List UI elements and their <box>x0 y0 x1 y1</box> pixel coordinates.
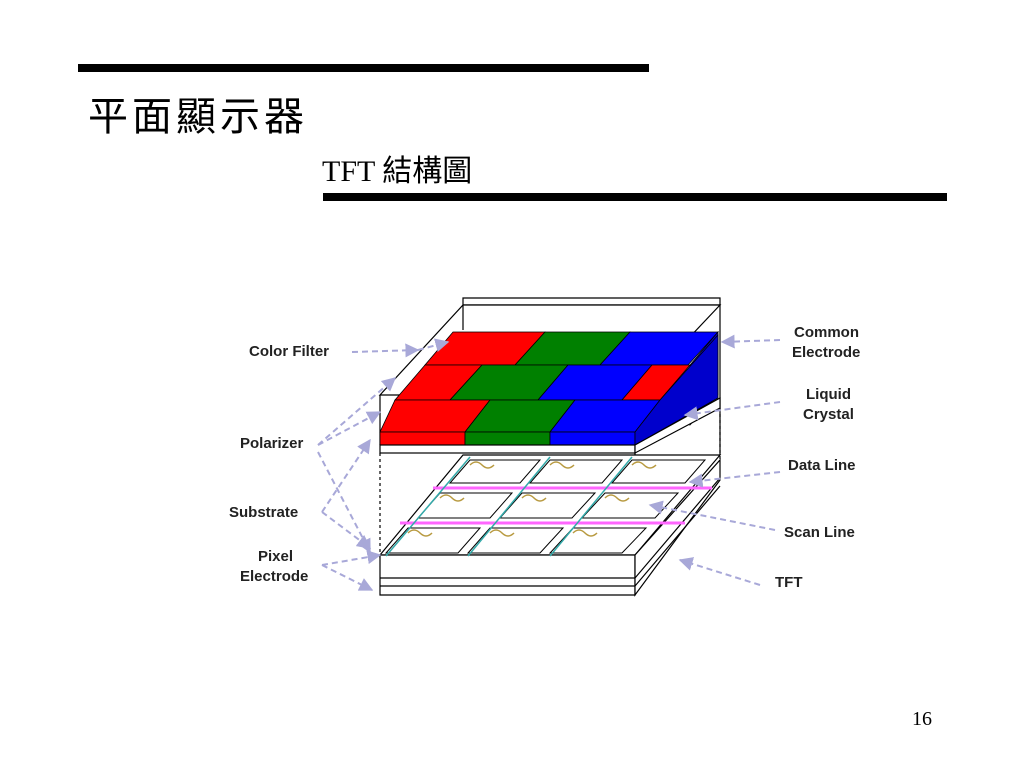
label-data-line: Data Line <box>788 457 856 474</box>
top-rule <box>78 64 649 72</box>
cf-front-green <box>464 431 551 446</box>
label-tft: TFT <box>775 574 803 591</box>
label-polarizer: Polarizer <box>240 435 304 452</box>
top-glass-top-face <box>462 297 721 306</box>
cf-front-red <box>379 431 466 446</box>
slide-title: 平面顯示器 <box>88 94 308 140</box>
label-crystal: Crystal <box>803 406 854 423</box>
bottom-glass-front <box>379 554 636 596</box>
label-common: Common <box>794 324 859 341</box>
subtitle-rule <box>323 193 947 201</box>
page-number: 16 <box>912 708 932 730</box>
data-lines <box>385 456 633 557</box>
cf-side-blue <box>634 333 719 446</box>
color-filter-tiles <box>379 330 719 446</box>
label-electrode-right: Electrode <box>792 344 860 361</box>
slide-subtitle: TFT 結構圖 <box>322 155 473 188</box>
label-electrode-left: Electrode <box>240 568 308 585</box>
tft-devices <box>407 461 657 537</box>
label-scan-line: Scan Line <box>784 524 855 541</box>
pixel-array <box>384 459 707 554</box>
cf-front-blue <box>549 431 636 446</box>
leader-arrows <box>317 334 781 591</box>
label-pixel: Pixel <box>258 548 293 565</box>
scan-lines <box>400 486 712 525</box>
label-substrate: Substrate <box>229 504 298 521</box>
label-color-filter: Color Filter <box>249 343 329 360</box>
label-liquid: Liquid <box>806 386 851 403</box>
